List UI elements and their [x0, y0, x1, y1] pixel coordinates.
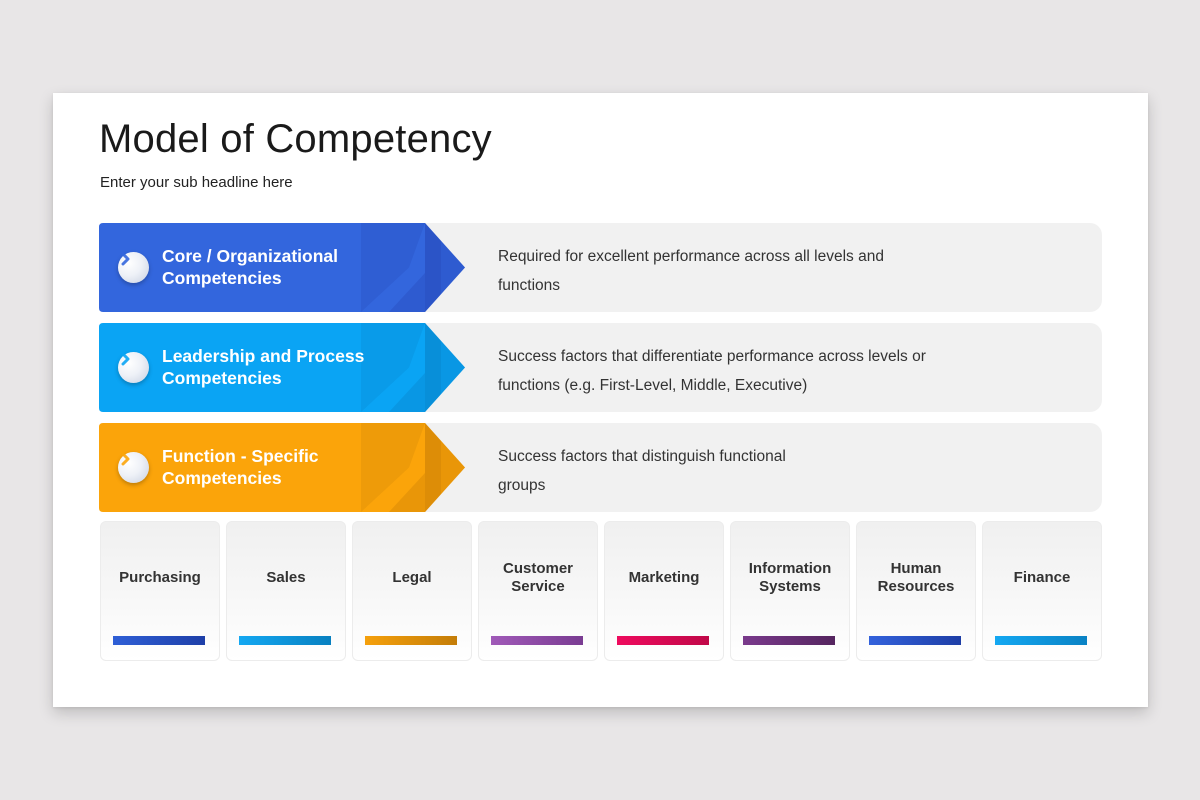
- competency-title: Core / Organizational Competencies: [162, 245, 422, 289]
- function-label: Human Resources: [877, 560, 955, 595]
- color-bar: [113, 636, 205, 645]
- function-cards: Purchasing Sales Legal Customer Service …: [100, 521, 1102, 662]
- arrow-banner-shape: [99, 423, 465, 512]
- color-bar: [869, 636, 961, 645]
- function-label: Sales: [266, 569, 306, 586]
- competency-title: Leadership and Process Competencies: [162, 345, 422, 389]
- competency-description: Success factors that distinguish functio…: [498, 442, 978, 500]
- sub-headline: Enter your sub headline here: [100, 174, 293, 191]
- chevron-right-icon: [118, 352, 149, 383]
- competency-row: Leadership and Process Competencies Succ…: [99, 323, 1102, 412]
- slide: Model of Competency Enter your sub headl…: [53, 93, 1148, 707]
- chevron-right-icon: [118, 252, 149, 283]
- function-label: Information Systems: [748, 560, 832, 595]
- competency-title-line: Competencies: [162, 268, 282, 288]
- competency-banner: Leadership and Process Competencies: [99, 323, 465, 412]
- description-line: functions (e.g. First-Level, Middle, Exe…: [498, 377, 808, 394]
- chevron-right-icon: [118, 452, 149, 483]
- description-line: Success factors that distinguish functio…: [498, 448, 786, 465]
- competency-title-line: Core / Organizational: [162, 246, 338, 266]
- function-label: Legal: [392, 569, 432, 586]
- color-bar: [239, 636, 331, 645]
- function-card: Information Systems: [730, 521, 850, 661]
- function-card: Sales: [226, 521, 346, 661]
- function-label: Finance: [1013, 569, 1071, 586]
- function-label: Customer Service: [502, 560, 573, 595]
- arrow-banner-shape: [99, 323, 465, 412]
- function-card: Legal: [352, 521, 472, 661]
- function-card: Purchasing: [100, 521, 220, 661]
- description-line: functions: [498, 277, 561, 294]
- function-label: Purchasing: [119, 569, 201, 586]
- function-card: Customer Service: [478, 521, 598, 661]
- function-label: Marketing: [628, 569, 700, 586]
- page-title: Model of Competency: [99, 117, 492, 161]
- competency-description: Success factors that differentiate perfo…: [498, 342, 978, 400]
- arrow-banner-shape: [99, 223, 465, 312]
- color-bar: [995, 636, 1087, 645]
- competency-description: Required for excellent performance acros…: [498, 242, 978, 300]
- description-line: groups: [498, 477, 546, 494]
- function-card: Marketing: [604, 521, 724, 661]
- competency-title-line: Leadership and Process: [162, 346, 365, 366]
- competency-title-line: Function - Specific: [162, 446, 319, 466]
- color-bar: [491, 636, 583, 645]
- competency-title-line: Competencies: [162, 468, 282, 488]
- competency-title-line: Competencies: [162, 368, 282, 388]
- competency-title: Function - Specific Competencies: [162, 445, 422, 489]
- competency-row: Core / Organizational Competencies Requi…: [99, 223, 1102, 312]
- description-line: Success factors that differentiate perfo…: [498, 348, 926, 365]
- competency-banner: Function - Specific Competencies: [99, 423, 465, 512]
- function-card: Human Resources: [856, 521, 976, 661]
- competency-row: Function - Specific Competencies Success…: [99, 423, 1102, 512]
- color-bar: [617, 636, 709, 645]
- color-bar: [365, 636, 457, 645]
- description-line: Required for excellent performance acros…: [498, 248, 884, 265]
- color-bar: [743, 636, 835, 645]
- function-card: Finance: [982, 521, 1102, 661]
- competency-banner: Core / Organizational Competencies: [99, 223, 465, 312]
